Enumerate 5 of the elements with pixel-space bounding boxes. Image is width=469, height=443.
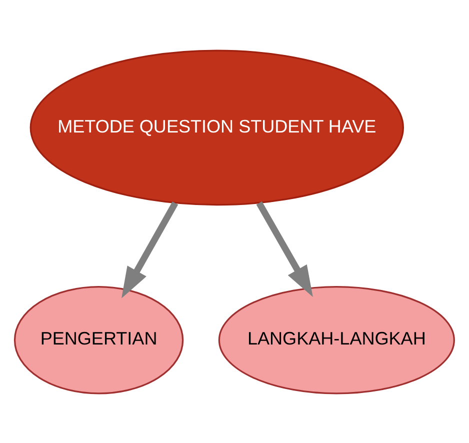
node-ellipse: METODE QUESTION STUDENT HAVE [30,49,404,206]
arrow [256,200,313,296]
node-ellipse: LANGKAH-LANGKAH [218,285,455,394]
node-ellipse: PENGERTIAN [14,285,184,394]
arrow [122,200,178,298]
